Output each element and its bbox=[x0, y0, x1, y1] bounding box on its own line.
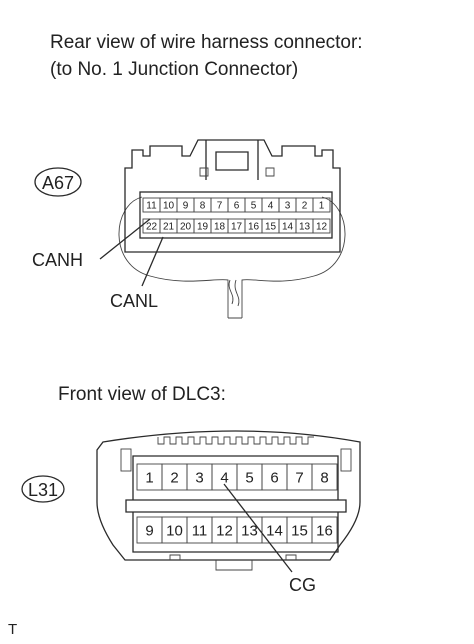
a67-pin-label-22: 22 bbox=[146, 222, 158, 233]
a67-code-oval bbox=[34, 167, 82, 197]
l31-pin-label-10: 10 bbox=[166, 523, 183, 540]
front-view-caption: Front view of DLC3: bbox=[58, 384, 226, 405]
a67-pin-label-10: 10 bbox=[163, 201, 175, 212]
a67-pin-label-18: 18 bbox=[214, 222, 226, 233]
dlc3-bottom-key bbox=[169, 554, 297, 571]
a67-pin-label-16: 16 bbox=[248, 222, 260, 233]
l31-pin-label-8: 8 bbox=[320, 470, 328, 487]
a67-code-label: A67 bbox=[42, 173, 74, 193]
connector-latch bbox=[205, 140, 259, 180]
canl-leader-line bbox=[141, 236, 164, 287]
a67-pin-label-11: 11 bbox=[146, 201, 157, 212]
a67-pin-label-1: 1 bbox=[319, 201, 325, 212]
canl-label: CANL bbox=[110, 291, 158, 311]
a67-pin-label-20: 20 bbox=[180, 222, 192, 233]
a67-pin-label-6: 6 bbox=[234, 201, 240, 212]
a67-bottom-row: 22 21 20 19 18 17 16 15 14 13 12 bbox=[142, 218, 331, 234]
l31-pin-label-4: 4 bbox=[220, 470, 228, 487]
dlc3-housing bbox=[96, 430, 361, 561]
l31-pin-label-6: 6 bbox=[270, 470, 278, 487]
l31-pin-label-2: 2 bbox=[170, 470, 178, 487]
l31-pin-label-12: 12 bbox=[216, 523, 233, 540]
l31-pin-cell-8 bbox=[311, 463, 338, 491]
canh-label: CANH bbox=[32, 250, 83, 270]
dlc3-inner-frame bbox=[125, 455, 347, 553]
l31-pin-label-11: 11 bbox=[192, 523, 208, 540]
a67-pin-label-17: 17 bbox=[231, 222, 243, 233]
l31-code-oval bbox=[21, 475, 65, 503]
a67-pin-label-7: 7 bbox=[217, 201, 223, 212]
l31-bottom-row: 9 10 11 12 13 14 15 16 bbox=[136, 516, 338, 544]
cg-label: CG bbox=[289, 575, 316, 595]
wire-bundle bbox=[228, 279, 242, 319]
footer-mark: T bbox=[8, 621, 17, 638]
l31-pin-label-7: 7 bbox=[295, 470, 303, 487]
a67-pin-label-4: 4 bbox=[268, 201, 274, 212]
a67-pin-label-13: 13 bbox=[299, 222, 311, 233]
a67-pin-label-12: 12 bbox=[316, 222, 328, 233]
l31-pin-label-3: 3 bbox=[195, 470, 203, 487]
rear-view-caption-line2: (to No. 1 Junction Connector) bbox=[50, 59, 298, 80]
cg-leader-line bbox=[223, 483, 293, 573]
a67-pin-cell-12 bbox=[312, 218, 331, 234]
a67-pin-label-15: 15 bbox=[265, 222, 277, 233]
rear-view-caption-line1: Rear view of wire harness connector: bbox=[50, 32, 363, 53]
connector-housing bbox=[124, 139, 341, 253]
a67-pin-cell-1 bbox=[312, 197, 331, 213]
dlc3-right-guide bbox=[340, 448, 352, 472]
l31-pin-cell-16 bbox=[311, 516, 338, 544]
a67-pin-label-19: 19 bbox=[197, 222, 209, 233]
a67-pin-label-8: 8 bbox=[200, 201, 206, 212]
connector-side-tabs bbox=[199, 167, 275, 177]
dlc3-left-guide bbox=[120, 448, 132, 472]
a67-pin-label-3: 3 bbox=[285, 201, 291, 212]
a67-pin-label-14: 14 bbox=[282, 222, 294, 233]
a67-pin-label-21: 21 bbox=[163, 222, 175, 233]
pin-frame bbox=[139, 191, 333, 239]
l31-pin-label-16: 16 bbox=[316, 523, 333, 540]
l31-pin-label-13: 13 bbox=[241, 523, 258, 540]
dlc3-top-key bbox=[157, 436, 314, 445]
a67-pin-label-2: 2 bbox=[302, 201, 308, 212]
l31-pin-label-5: 5 bbox=[245, 470, 253, 487]
a67-pin-label-9: 9 bbox=[183, 201, 189, 212]
l31-pin-label-14: 14 bbox=[266, 523, 283, 540]
canh-leader-line bbox=[99, 218, 151, 260]
l31-pin-label-1: 1 bbox=[145, 470, 153, 487]
a67-pin-label-5: 5 bbox=[251, 201, 257, 212]
l31-pin-label-9: 9 bbox=[145, 523, 153, 540]
l31-pin-label-15: 15 bbox=[291, 523, 308, 540]
l31-code-label: L31 bbox=[28, 480, 58, 500]
